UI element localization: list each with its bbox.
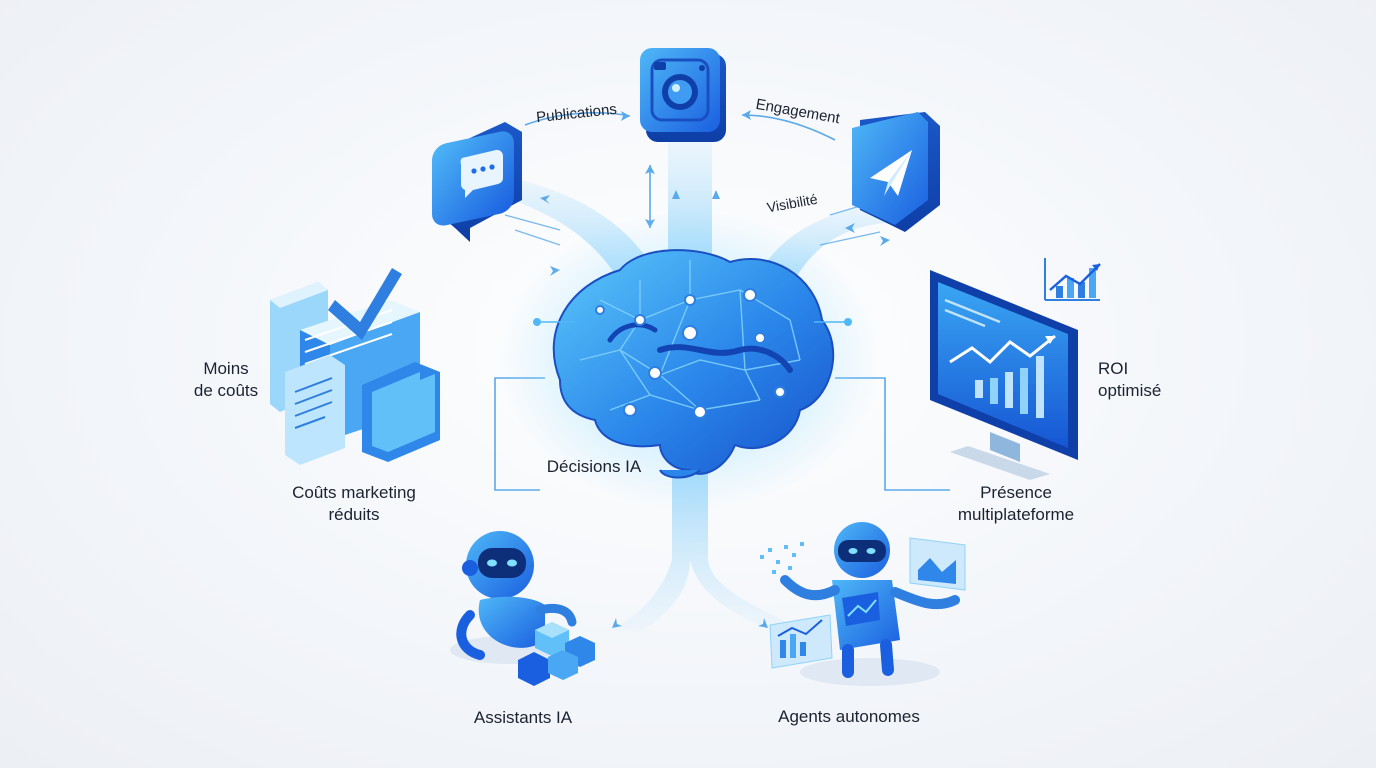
label-engagement: Engagement <box>754 96 842 128</box>
label-roi-line1: ROI <box>1098 359 1128 378</box>
label-visibilite: Visibilité <box>766 191 819 216</box>
assistant-robot-icon <box>450 531 595 686</box>
label-couts-marketing-line2: réduits <box>328 505 379 524</box>
floating-chart-panel-left <box>769 614 833 669</box>
paper-plane-icon <box>852 112 940 232</box>
cube-blocks-icon <box>518 622 595 686</box>
floating-chart-panel-right <box>909 537 966 591</box>
agent-robot-icon <box>760 522 966 686</box>
ai-brain-icon <box>500 210 880 510</box>
arrow-publications <box>524 111 631 126</box>
arrow-engagement <box>741 114 836 141</box>
documents-checkmark-icon <box>270 268 440 465</box>
label-moins-couts-line2: de coûts <box>194 381 258 400</box>
label-assistants-ia: Assistants IA <box>474 708 573 727</box>
label-roi-line2: optimisé <box>1098 381 1161 400</box>
label-moins-couts-line1: Moins <box>203 359 248 378</box>
camera-app-icon <box>640 48 726 142</box>
monitor-analytics-icon <box>930 258 1101 480</box>
label-presence-line1: Présence <box>980 483 1052 502</box>
label-publications: Publications <box>535 101 617 126</box>
label-decisions-ia: Décisions IA <box>547 457 642 476</box>
label-presence-line2: multiplateforme <box>958 505 1074 524</box>
chat-bubble-icon <box>432 122 522 242</box>
label-couts-marketing-line1: Coûts marketing <box>292 483 416 502</box>
label-agents-autonomes: Agents autonomes <box>778 707 920 726</box>
